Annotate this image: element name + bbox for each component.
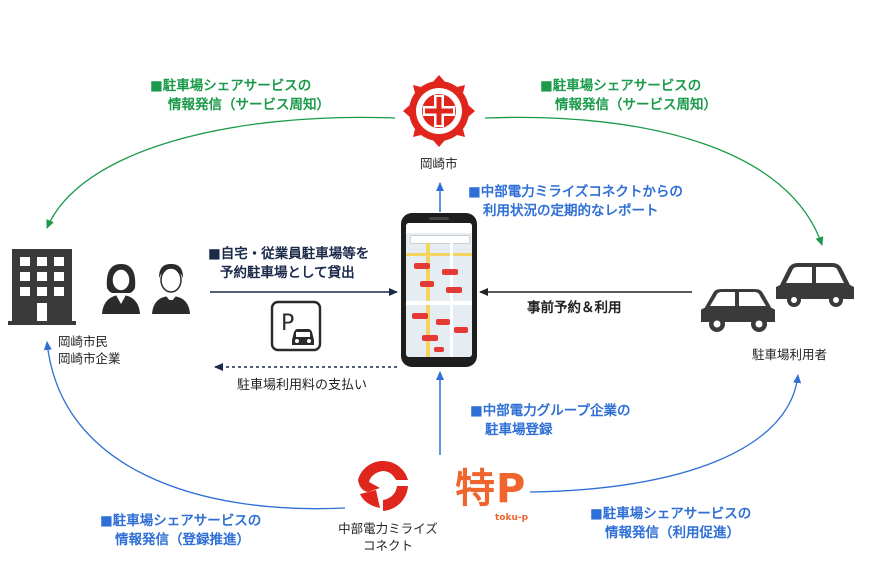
- smartphone-icon: [401, 213, 477, 367]
- company-label: 中部電力ミライズ コネクト: [338, 521, 438, 553]
- tokup-logo: 特P toku-p: [455, 466, 535, 526]
- office-building-icon: [8, 249, 76, 325]
- arrow-city-to-citizens: [46, 116, 396, 229]
- users-label: 駐車場利用者: [752, 347, 828, 362]
- woman-icon: [102, 264, 140, 314]
- company-logo-icon: [358, 461, 408, 511]
- city-emblem-icon: [403, 75, 475, 147]
- tokup-sub: toku-p: [495, 513, 529, 523]
- car-icon: [700, 263, 854, 332]
- label-bottom-left: ■駐車場シェアサービスの 情報発信（登録推進）: [100, 513, 262, 548]
- label-report: ■中部電力ミライズコネクトからの 利用状況の定期的なレポート: [468, 184, 683, 219]
- tokup-logo-text: 特P: [455, 466, 527, 512]
- city-label: 岡崎市: [420, 156, 458, 171]
- arrow-city-to-users: [484, 116, 824, 246]
- label-top-left: ■駐車場シェアサービスの 情報発信（サービス周知）: [150, 78, 330, 113]
- label-lend: ■自宅・従業員駐車場等を 予約駐車場として貸出: [208, 246, 370, 281]
- label-top-right: ■駐車場シェアサービスの 情報発信（サービス周知）: [540, 78, 717, 113]
- label-bottom-right: ■駐車場シェアサービスの 情報発信（利用促進）: [590, 506, 752, 541]
- parking-car-icon: P: [270, 300, 322, 352]
- svg-text:P: P: [281, 311, 294, 336]
- label-payment: 駐車場利用料の支払い: [237, 378, 368, 393]
- label-group: ■中部電力グループ企業の 駐車場登録: [470, 403, 631, 438]
- arrow-company-to-citizens: [43, 341, 346, 510]
- arrow-company-to-users: [529, 374, 802, 493]
- citizens-label: 岡崎市民 岡崎市企業: [58, 334, 121, 366]
- label-reserve: 事前予約＆利用: [527, 300, 622, 316]
- man-icon: [152, 264, 190, 314]
